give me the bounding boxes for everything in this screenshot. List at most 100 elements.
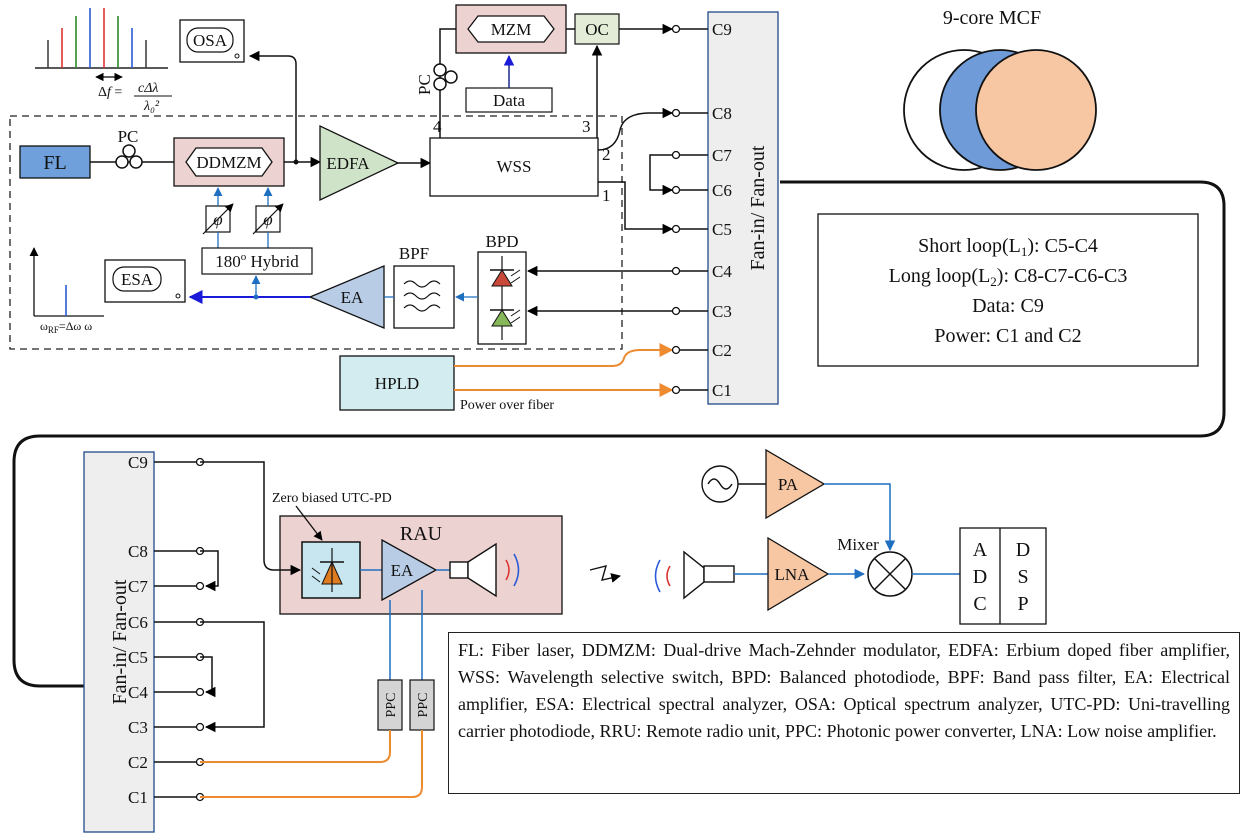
esa-instrument: ESA [104,259,186,303]
core-label-bottom: C6 [128,613,148,632]
core-port [195,687,205,697]
svg-text:cΔλ: cΔλ [138,81,159,96]
core-port [671,150,681,160]
rf-label: ωRF=Δω ω [40,319,92,335]
edfa-amplifier: EDFA [319,124,400,202]
data-source: Data [465,87,553,113]
pa-amplifier: PA [765,448,826,520]
edfa-label: EDFA [326,154,370,173]
core-label-bottom: C3 [128,718,148,737]
svg-text:A: A [973,539,988,561]
core-port [671,224,681,234]
core-label-top: C9 [712,20,732,39]
wss-switch: WSS 4 3 2 1 [429,117,611,205]
legend-text: FL: Fiber laser, DDMZM: Dual-drive Mach-… [458,640,1230,741]
mcf-title: 9-core MCF [943,7,1041,29]
svg-text:PC: PC [415,74,434,95]
wss-port-4: 4 [433,117,442,136]
core-label-bottom: C4 [128,683,148,702]
mixer-label: Mixer [837,535,879,554]
bandpass-filter: BPF [393,244,455,329]
svg-text:D: D [973,566,987,588]
pc-label: PC [118,127,139,146]
utc-photodiode [301,541,361,599]
core-port [195,581,205,591]
core-port [671,185,681,195]
info-short-loop: Short loop(L1): C5-C4 [918,235,1098,259]
core-label-top: C3 [712,302,732,321]
core-label-top: C6 [712,181,732,200]
core-label-bottom: C5 [128,648,148,667]
tx-antenna [449,542,520,598]
fl-label: FL [43,152,66,174]
wss-port-1: 1 [602,186,611,205]
core-label-top: C7 [712,146,732,165]
info-long-loop: Long loop(L2): C8-C7-C6-C3 [889,265,1128,289]
core-port [671,24,681,34]
fan-in-out-bottom: Fan-in/ Fan-out [83,451,155,833]
ddmzm-modulator: DDMZM [173,137,285,187]
phase-shifter-2: φ [252,203,284,235]
wss-port-3: 3 [582,117,591,136]
local-oscillator [701,465,739,503]
info-power: Power: C1 and C2 [934,325,1081,347]
optical-spectrum-sketch: Δf = cΔλ λ₀² [35,8,172,114]
adc-dsp-block: A D C D S P [959,527,1047,625]
wss-label: WSS [497,157,532,176]
ppc-2: PPC [409,679,435,731]
info-box: Short loop(L1): C5-C4 Long loop(L2): C8-… [817,213,1199,367]
osa-instrument: OSA [179,19,245,63]
fan-top-label: Fan-in/ Fan-out [747,145,769,270]
ea-rau-label: EA [391,561,414,580]
svg-text:λ₀²: λ₀² [143,99,160,114]
ppc-1: PPC [377,679,403,731]
mixer: Mixer [837,535,913,597]
ea-co-label: EA [341,288,364,307]
electrical-amplifier-rau: EA [381,538,438,602]
core-port [671,266,681,276]
polarization-controller-1: PC [115,127,143,169]
hpld-label: HPLD [375,374,419,393]
core-label-bottom: C9 [128,453,148,472]
mcf-cross-section: 9-core MCF [903,7,1097,171]
core-port [671,306,681,316]
hybrid-180: 180o Hybrid [201,247,313,275]
osa-label: OSA [193,31,228,50]
power-over-fiber-label: Power over fiber [460,398,554,413]
mzm-label: MZM [491,20,532,39]
core-label-bottom: C8 [128,542,148,561]
core-port [671,385,681,395]
esa-label: ESA [121,270,154,289]
bpf-label: BPF [399,244,429,263]
polarization-controller-2: PC [415,63,458,95]
phase-shifter-1: φ [202,203,234,235]
ddmzm-label: DDMZM [196,153,261,172]
svg-text:C: C [973,593,986,615]
mcf-link [12,180,1226,688]
core-label-bottom: C1 [128,788,148,807]
central-office-box [9,115,623,350]
optical-coupler: OC [574,13,620,45]
rx-antenna [654,550,735,600]
bpd-label: BPD [485,232,518,251]
core-port [671,345,681,355]
core-label-bottom: C7 [128,577,148,596]
wss-port-2: 2 [602,145,611,164]
svg-text:D: D [1016,539,1030,561]
core-label-top: C4 [712,262,732,281]
core-label-bottom: C2 [128,753,148,772]
abbreviation-legend: FL: Fiber laser, DDMZM: Dual-drive Mach-… [448,632,1240,794]
core-label-top: C2 [712,341,732,360]
hybrid-label: 180o Hybrid [215,251,299,271]
core-label-top: C5 [712,220,732,239]
svg-text:P: P [1017,593,1028,615]
core-label-top: C1 [712,381,732,400]
fiber-laser: FL [19,145,91,179]
oc-label: OC [585,20,609,39]
core-port [195,722,205,732]
lna-label: LNA [775,565,811,584]
ppc-2-label: PPC [416,693,431,718]
